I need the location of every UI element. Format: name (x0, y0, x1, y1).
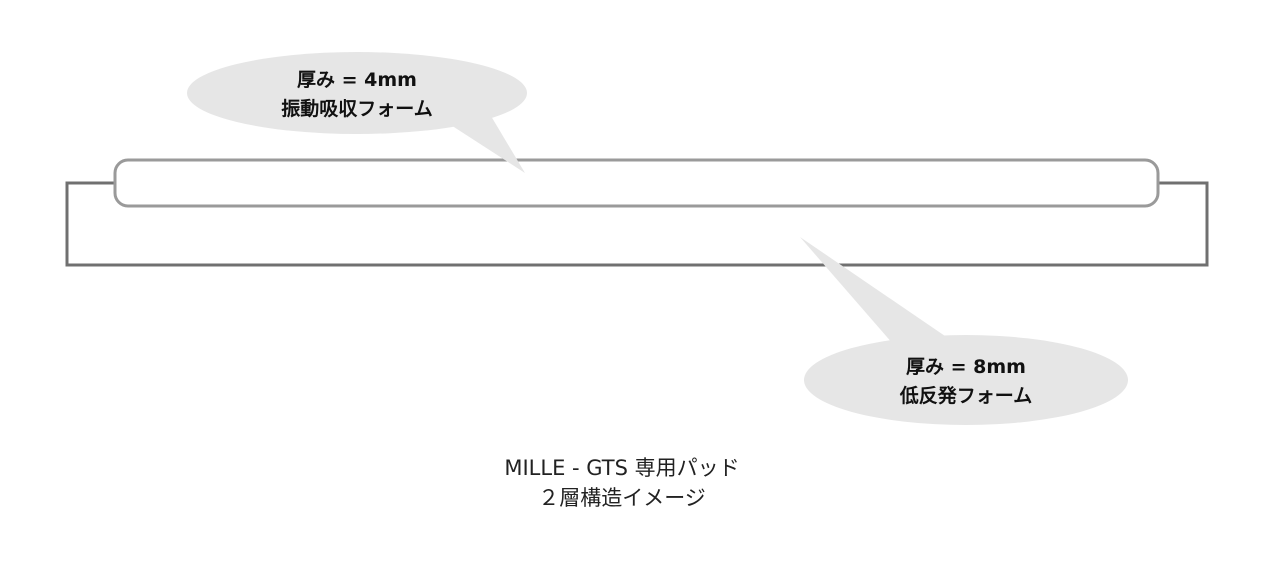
bottom-layer-callout-pointer (800, 237, 945, 352)
caption-structure-label: ２層構造イメージ (538, 486, 706, 510)
bottom-layer-thickness-label: 厚み = 8mm (906, 356, 1026, 378)
top-layer-callout-pointer (440, 111, 525, 173)
top-layer-thickness-label: 厚み = 4mm (297, 69, 417, 91)
top-layer-callout: 厚み = 4mm 振動吸収フォーム (187, 52, 527, 173)
top-layer-callout-bubble (187, 52, 527, 134)
caption-product-name: MILLE - GTS 専用パッド (504, 456, 739, 480)
top-layer-material-label: 振動吸収フォーム (281, 97, 432, 120)
bottom-layer-callout: 厚み = 8mm 低反発フォーム (800, 237, 1128, 425)
bottom-layer-material-label: 低反発フォーム (899, 384, 1032, 407)
top-layer-foam (113, 158, 1160, 208)
bottom-layer-callout-bubble (804, 335, 1128, 425)
